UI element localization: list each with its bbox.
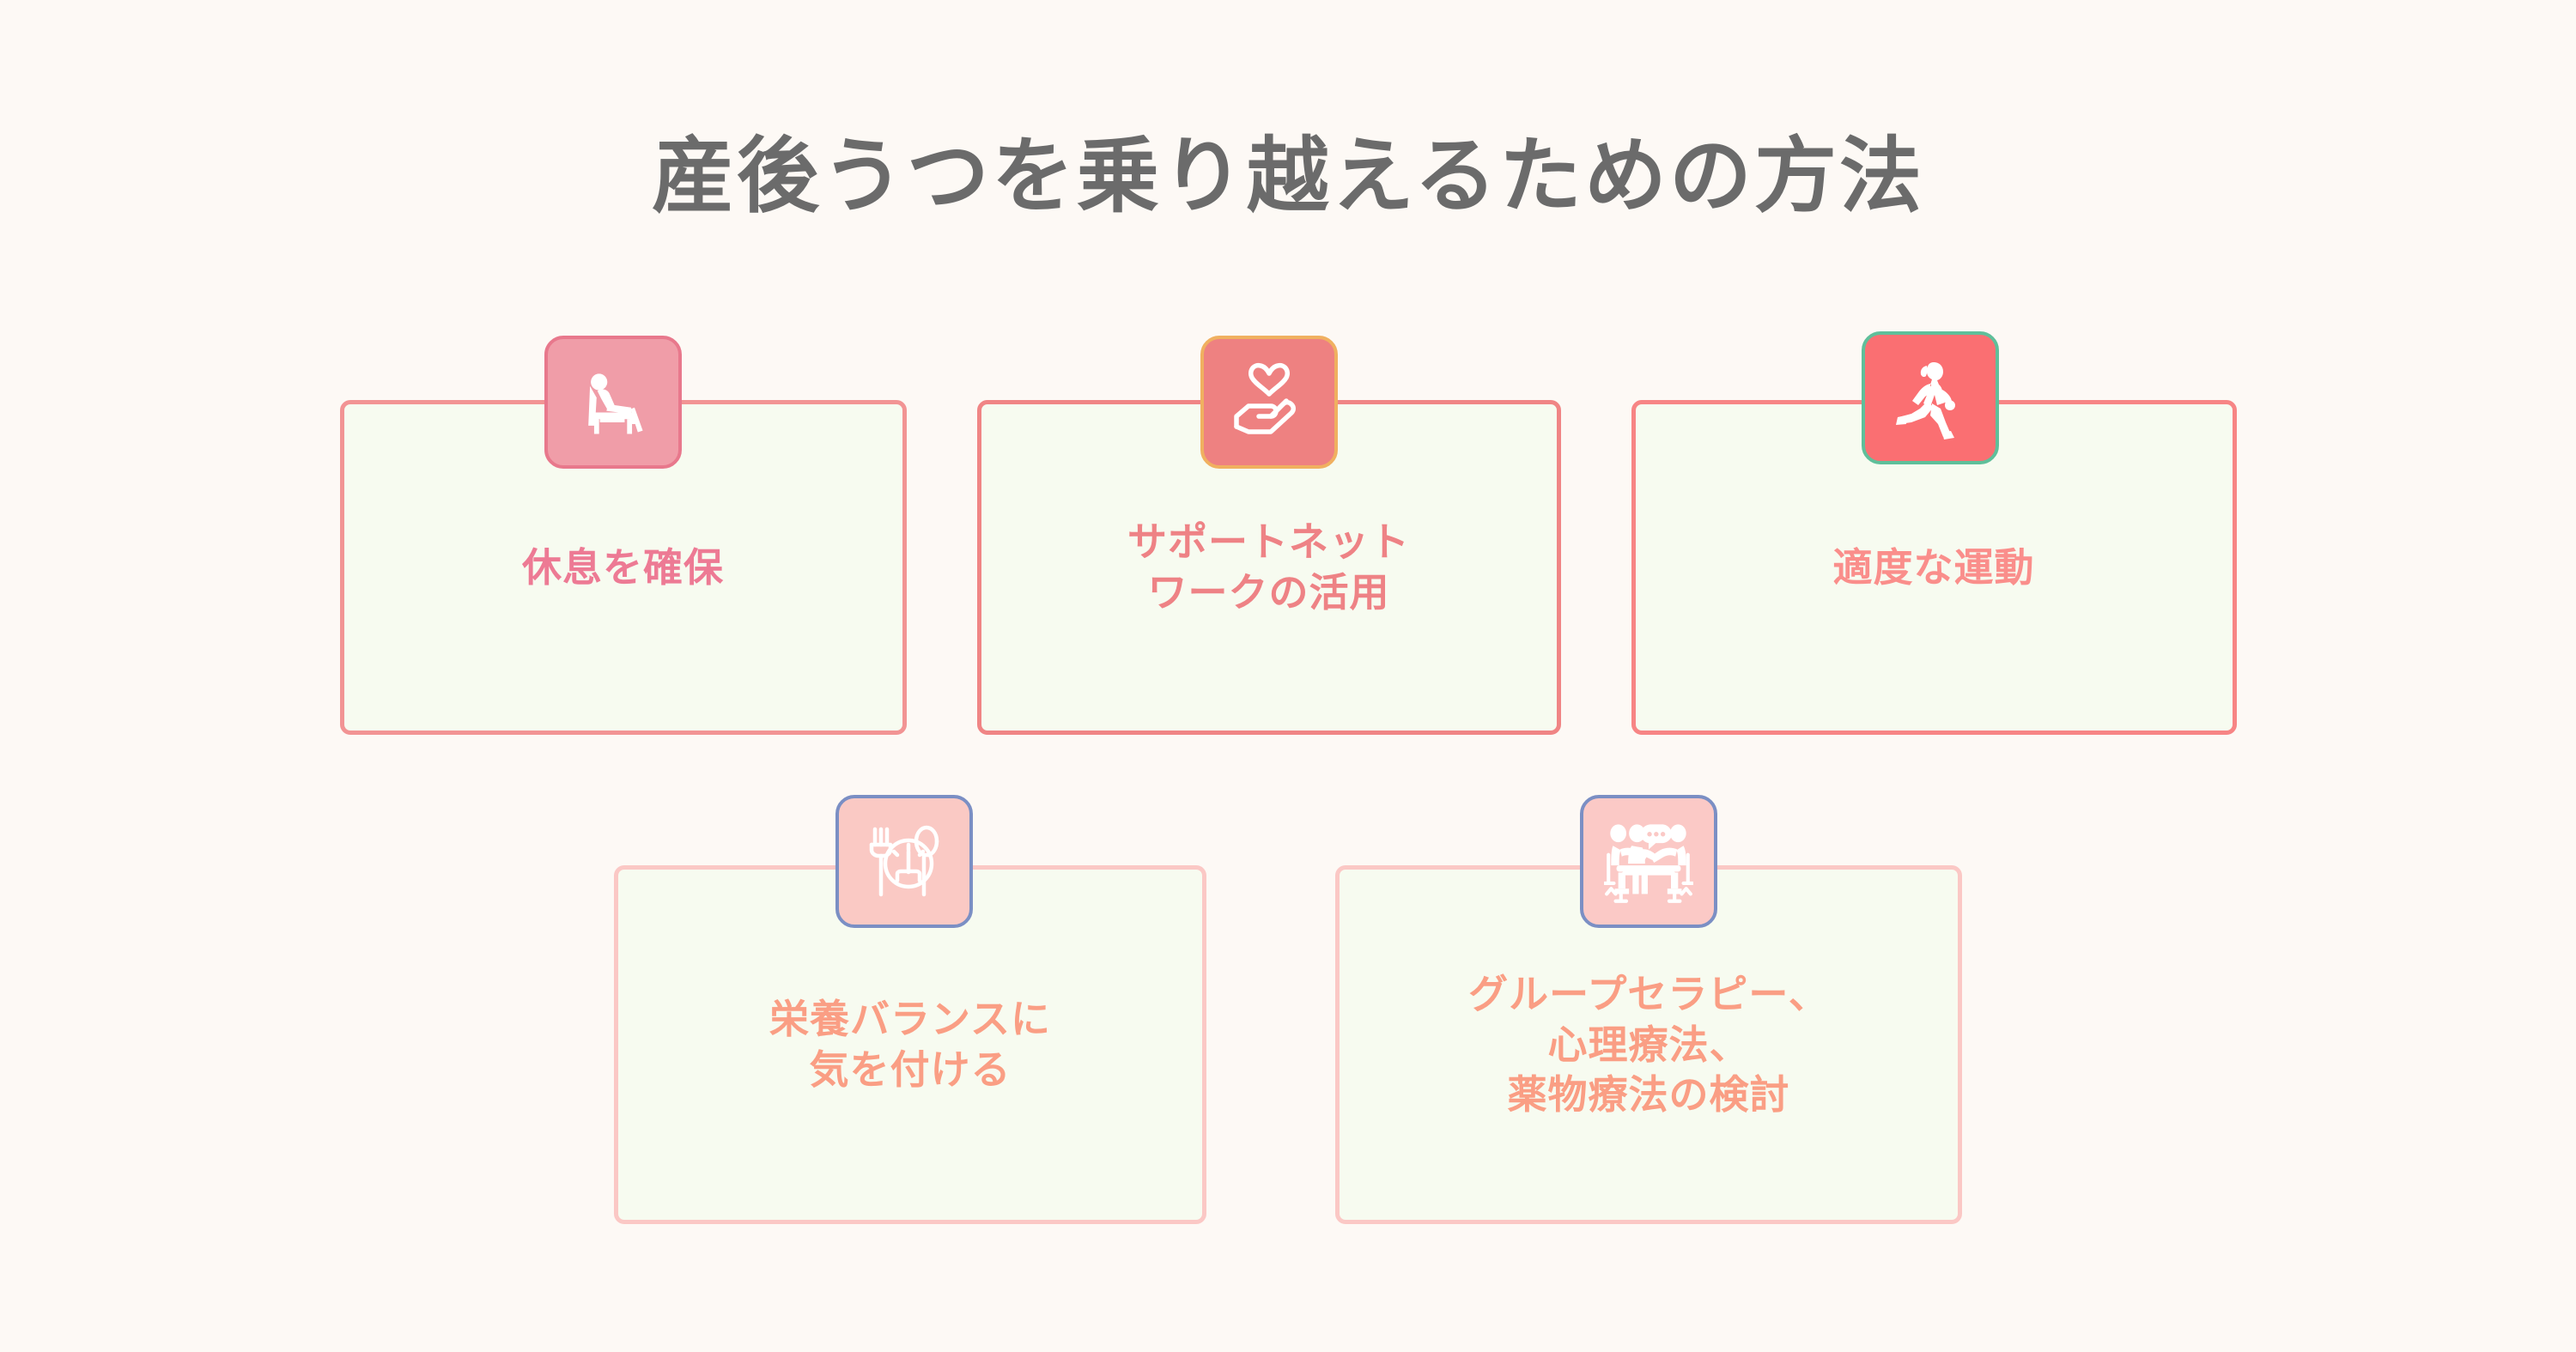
card-support-network[interactable]: サポートネット ワークの活用: [976, 336, 1561, 735]
card-exercise[interactable]: 適度な運動: [1631, 331, 2237, 735]
card-row-bottom: 栄養バランスに 気を付ける: [0, 795, 2576, 1224]
card-label: 適度な運動: [1832, 543, 2035, 591]
card-label: 休息を確保: [522, 543, 724, 591]
page-title: 産後うつを乗り越えるための方法: [651, 128, 1925, 225]
card-label: サポートネット ワークの活用: [1127, 518, 1410, 615]
card-rest[interactable]: 休息を確保: [339, 336, 907, 735]
group-therapy-icon: [1580, 795, 1717, 928]
card-label: 栄養バランスに 気を付ける: [769, 996, 1052, 1093]
card-therapy[interactable]: グループセラピー、 心理療法、 薬物療法の検討: [1335, 795, 1962, 1224]
hand-holding-heart-icon: [1200, 336, 1338, 469]
card-row-top: 休息を確保 サポートネット ワークの活用: [0, 331, 2576, 735]
reclining-chair-icon: [544, 336, 682, 469]
running-woman-icon: [1862, 331, 1999, 464]
plate-fork-spoon-icon: [835, 795, 973, 928]
card-nutrition[interactable]: 栄養バランスに 気を付ける: [614, 795, 1206, 1224]
card-label: グループセラピー、 心理療法、 薬物療法の検討: [1468, 970, 1829, 1119]
